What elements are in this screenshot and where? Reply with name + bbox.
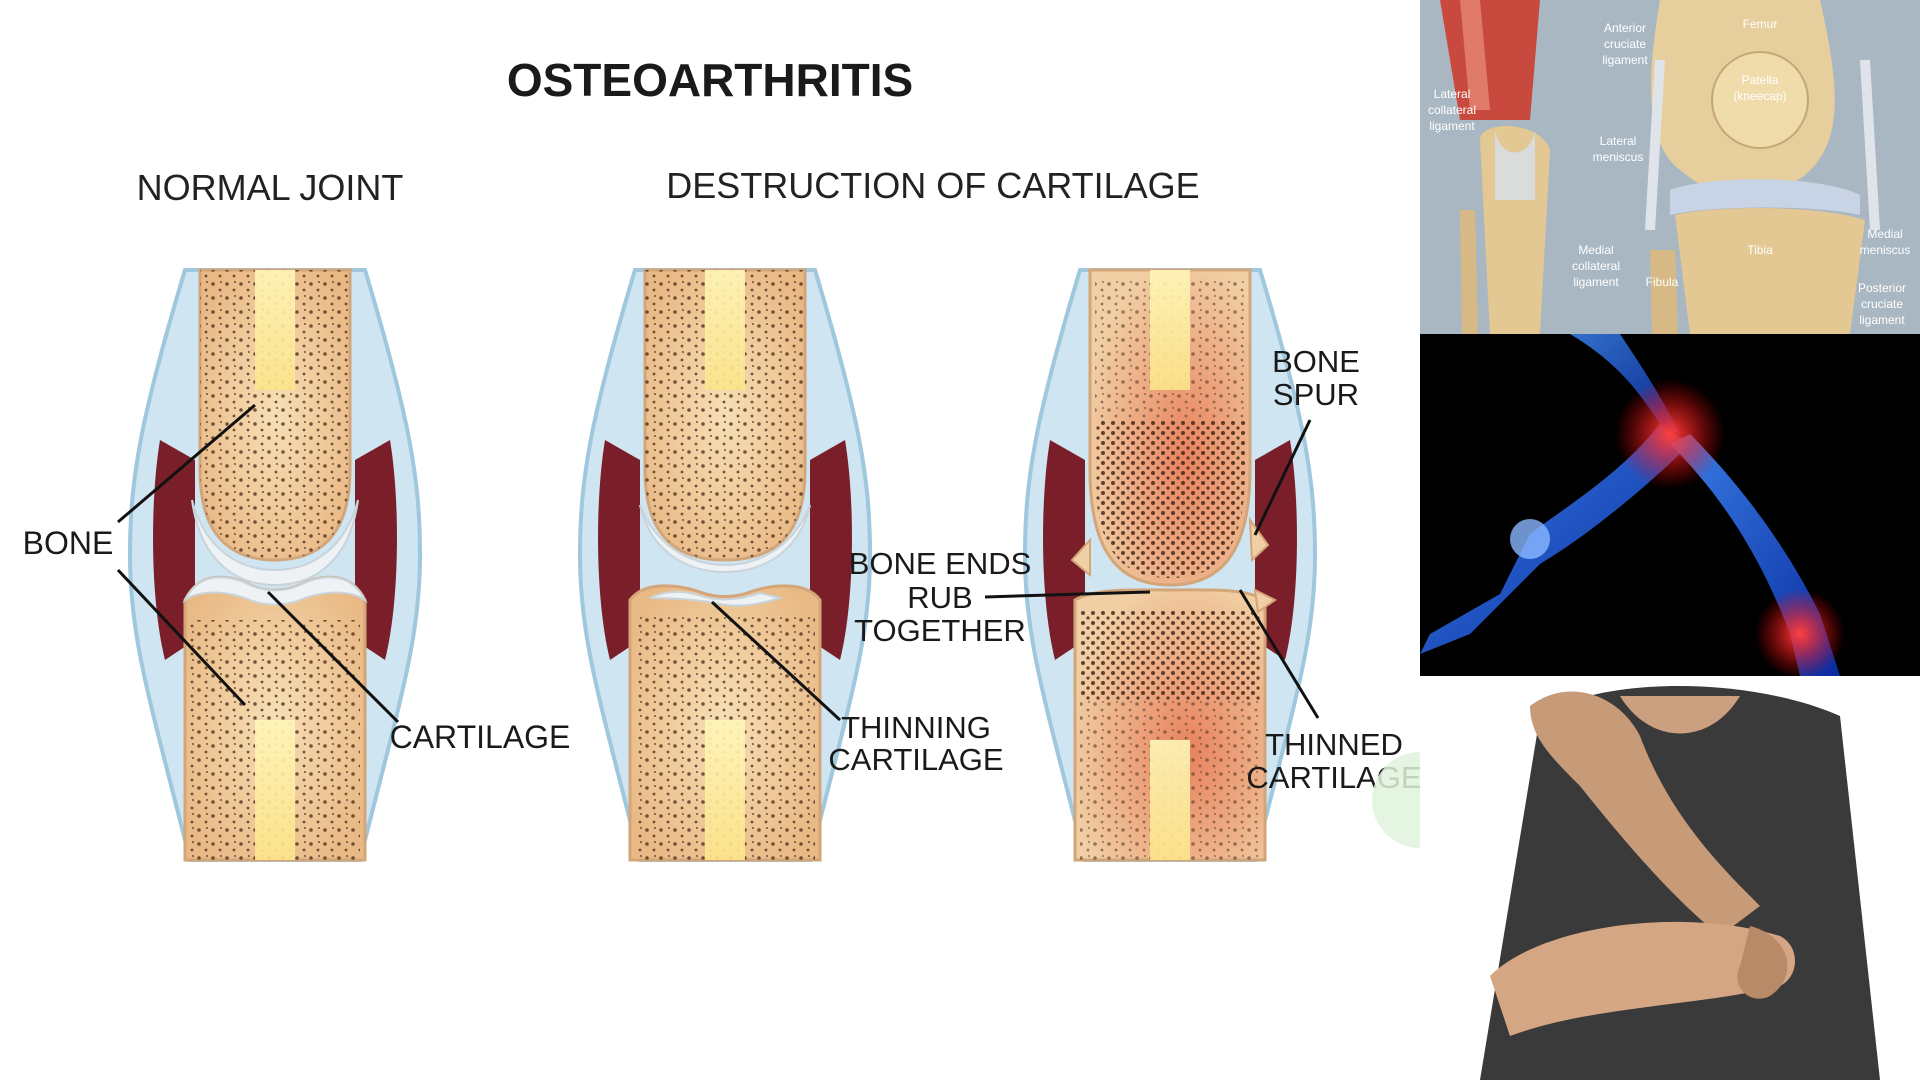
knee-label-lcl-3: ligament xyxy=(1429,119,1475,133)
photo-column: Femur Anterior cruciate ligament Patella… xyxy=(1420,0,1920,1080)
knee-label-mcl-3: ligament xyxy=(1573,275,1619,289)
knee-label-patella-1: Patella xyxy=(1742,73,1779,87)
knee-label-tibia: Tibia xyxy=(1747,243,1773,257)
knee-label-femur: Femur xyxy=(1743,17,1778,31)
normal-joint-heading: NORMAL JOINT xyxy=(137,167,404,208)
knee-label-acl-2: cruciate xyxy=(1604,37,1646,51)
label-thinning-line2: CARTILAGE xyxy=(828,742,1003,777)
knee-label-lat-meniscus-2: meniscus xyxy=(1593,150,1644,164)
watermark-circle xyxy=(1372,752,1420,848)
knee-label-med-meniscus-1: Medial xyxy=(1867,227,1902,241)
severe-joint-illustration xyxy=(1022,268,1318,862)
knee-label-mcl-1: Medial xyxy=(1578,243,1613,257)
knee-label-fibula: Fibula xyxy=(1646,275,1679,289)
label-thinning-line1: THINNING xyxy=(841,710,991,745)
knee-label-pcl-1: Posterior xyxy=(1858,281,1906,295)
label-bone-spur-line2: SPUR xyxy=(1273,377,1359,412)
knee-label-acl-3: ligament xyxy=(1602,53,1648,67)
diagram-title: OSTEOARTHRITIS xyxy=(507,54,913,106)
label-bone-ends-line2: RUB xyxy=(907,580,972,615)
pointer-lines xyxy=(116,403,1320,724)
knee-label-lat-meniscus-1: Lateral xyxy=(1600,134,1637,148)
runner-xray-image xyxy=(1420,334,1920,676)
label-bone-spur-line1: BONE xyxy=(1272,344,1360,379)
destruction-heading: DESTRUCTION OF CARTILAGE xyxy=(666,165,1199,206)
label-bone-ends-line1: BONE ENDS xyxy=(849,546,1032,581)
knee-label-pcl-2: cruciate xyxy=(1861,297,1903,311)
label-bone: BONE xyxy=(23,525,114,561)
knee-label-acl-1: Anterior xyxy=(1604,21,1646,35)
thinning-joint-illustration xyxy=(577,268,873,862)
label-bone-ends-line3: TOGETHER xyxy=(854,613,1026,648)
knee-label-pcl-3: ligament xyxy=(1859,313,1905,327)
osteoarthritis-diagram: OSTEOARTHRITIS NORMAL JOINT DESTRUCTION … xyxy=(22,54,1420,862)
diagram-canvas: OSTEOARTHRITIS NORMAL JOINT DESTRUCTION … xyxy=(23,54,1420,862)
knee-label-med-meniscus-2: meniscus xyxy=(1860,243,1911,257)
knee-label-lcl-2: collateral xyxy=(1428,103,1476,117)
knee-anatomy-image: Femur Anterior cruciate ligament Patella… xyxy=(1420,0,1920,334)
label-cartilage: CARTILAGE xyxy=(390,719,571,755)
knee-label-mcl-2: collateral xyxy=(1572,259,1620,273)
knee-label-patella-2: (kneecap) xyxy=(1733,89,1786,103)
elbow-pain-image xyxy=(1420,676,1920,1080)
label-thinned-line1: THINNED xyxy=(1265,727,1403,762)
knee-label-lcl-1: Lateral xyxy=(1434,87,1471,101)
normal-joint-illustration xyxy=(127,268,423,862)
